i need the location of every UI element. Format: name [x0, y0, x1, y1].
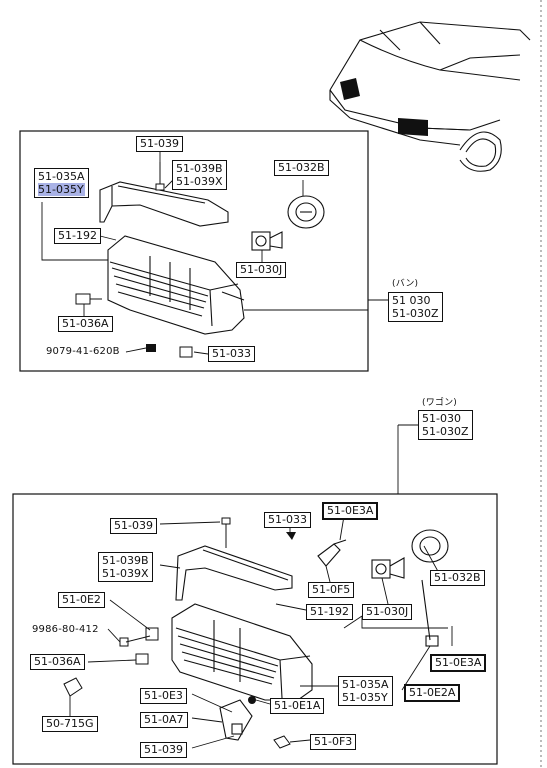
label-51-039b-039x-upper: 51-039B 51-039X [172, 160, 227, 190]
label-51-032b-upper: 51-032B [274, 160, 329, 176]
label-51-030z-lower: 51-030Z [422, 425, 469, 438]
lower-bracket-0a7 [219, 699, 253, 741]
label-51-030-lower: 51-030 [422, 412, 461, 425]
lower-headlamp [171, 603, 313, 701]
lower-adjuster-0f5 [317, 539, 347, 567]
label-51-030j-upper: 51-030J [236, 262, 287, 278]
upper-bulb [251, 231, 283, 251]
lower-bolt-036a [135, 653, 149, 665]
label-van-note: (バン) [392, 279, 419, 289]
label-wagon-note: (ワゴン) [422, 398, 458, 408]
upper-bolt-9079 [146, 344, 156, 352]
label-51-035a: 51-035A [38, 170, 85, 183]
label-51-039b: 51-039B [176, 162, 223, 175]
lower-leaders [69, 515, 453, 749]
upper-frame [19, 130, 369, 372]
label-51-039b-039x-lower: 51-039B 51-039X [98, 552, 153, 582]
lower-socket-cover [411, 529, 449, 563]
label-51-0a7: 51-0A7 [140, 712, 188, 728]
label-51-192-upper: 51-192 [54, 228, 101, 244]
label-51-039-lower-bottom: 51-039 [140, 742, 187, 758]
lower-bracket [175, 545, 293, 601]
upper-headlamp [107, 235, 245, 335]
lower-clip-715g [63, 677, 83, 697]
lower-clip-0f3 [273, 735, 291, 749]
lower-rod-0e2a [421, 579, 439, 647]
upper-bolt-036a [75, 293, 102, 305]
label-51-035a-035y-upper: 51-035A 51-035Y [34, 168, 89, 198]
label-51-035y-lower: 51-035Y [342, 691, 388, 704]
lower-clip-0e1a [248, 696, 256, 704]
label-51-0f5: 51-0F5 [308, 582, 355, 598]
label-51-036a-upper: 51-036A [58, 316, 113, 332]
label-51-030-030z-upper: 51 030 51-030Z [388, 292, 443, 322]
label-51-035a-lower: 51-035A [342, 678, 389, 691]
label-51-035a-035y-lower: 51-035A 51-035Y [338, 676, 393, 706]
label-51-0e3: 51-0E3 [140, 688, 187, 704]
label-51-0e2a: 51-0E2A [404, 684, 461, 702]
label-51-030-030z-lower: 51-030 51-030Z [418, 410, 473, 440]
upper-bracket [99, 181, 229, 227]
label-51-035y-highlighted[interactable]: 51-035Y [38, 183, 85, 196]
label-9986-80-412: 9986-80-412 [32, 624, 99, 635]
label-51-039x: 51-039X [176, 175, 223, 188]
upper-clip-033 [179, 346, 193, 358]
upper-leaders [41, 150, 388, 355]
label-51-0f3: 51-0F3 [310, 734, 357, 750]
label-51-039b-lower: 51-039B [102, 554, 149, 567]
car-headlight-right [398, 118, 428, 136]
label-51-0e3a-lower-top: 51-0E3A [322, 502, 379, 520]
car-headlight-left [340, 78, 360, 100]
label-51-039x-lower: 51-039X [102, 567, 149, 580]
upper-screw-039 [155, 162, 165, 191]
label-51-033-upper: 51-033 [208, 346, 255, 362]
label-51-0e1a: 51-0E1A [270, 698, 325, 714]
label-51-032b-lower: 51-032B [430, 570, 485, 586]
label-9079-41-620b: 9079-41-620B [46, 346, 120, 357]
lower-bulb [371, 557, 405, 579]
lower-clip-033 [286, 532, 296, 540]
lower-screw-039 [221, 517, 231, 548]
label-51-0e2: 51-0E2 [58, 592, 105, 608]
label-51-030j-lower: 51-030J [362, 604, 413, 620]
label-51-039-lower-top: 51-039 [110, 518, 157, 534]
label-50-715g: 50-715G [42, 716, 98, 732]
label-51-192-lower: 51-192 [306, 604, 353, 620]
label-51-033-lower: 51-033 [264, 512, 311, 528]
upper-socket-cover [287, 195, 325, 229]
label-51-036a-lower: 51-036A [30, 654, 85, 670]
label-51-030-upper: 51 030 [392, 294, 431, 307]
label-51-0e3a-lower-right: 51-0E3A [430, 654, 487, 672]
car-illustration [329, 21, 531, 172]
label-51-030z-upper: 51-030Z [392, 307, 439, 320]
label-51-039-upper: 51-039 [136, 136, 183, 152]
lower-frame [12, 493, 498, 765]
lower-adjuster-0e2 [119, 627, 159, 647]
